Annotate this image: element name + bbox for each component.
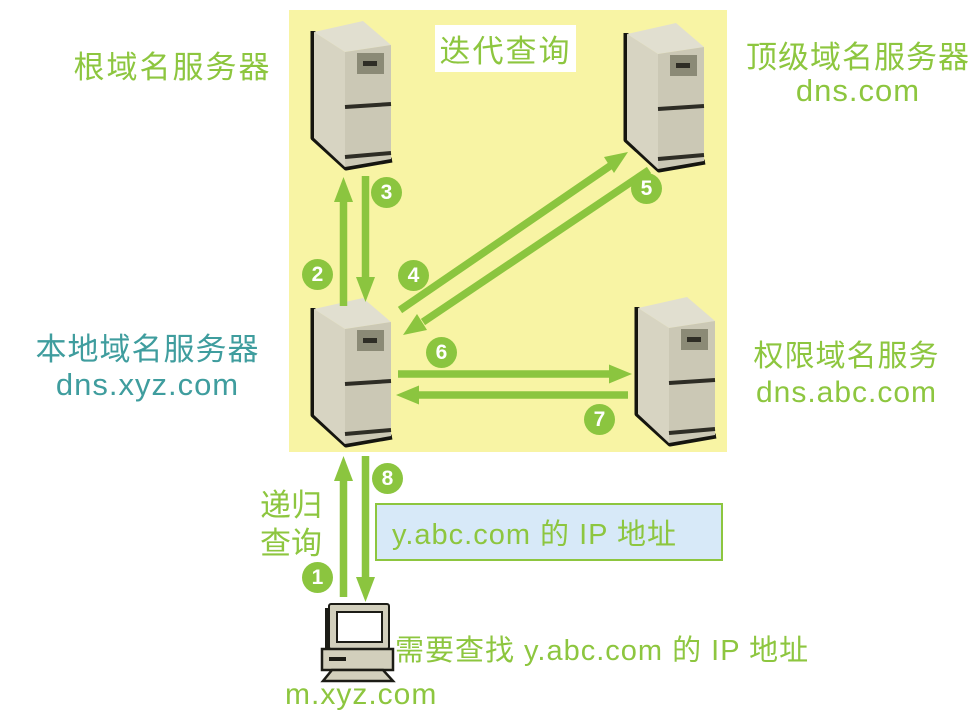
arrow-1-client-to-local — [334, 456, 353, 597]
recursive-query-line2: 查询 — [260, 526, 322, 561]
need-query-label: 需要查找 y.abc.com 的 IP 地址 — [395, 635, 810, 667]
client-computer-icon — [320, 602, 395, 683]
answer-box: y.abc.com 的 IP 地址 — [375, 503, 723, 561]
step-badge-1: 1 — [302, 562, 333, 593]
iterative-query-title: 迭代查询 — [439, 34, 572, 69]
local-server-domain: dns.xyz.com — [55, 367, 240, 402]
recursive-query-line1: 递归 — [260, 488, 322, 523]
auth-server-domain: dns.abc.com — [755, 376, 938, 409]
client-host-label: m.xyz.com — [285, 678, 438, 711]
auth-server-label: 权限域名服务 dns.abc.com — [744, 339, 949, 411]
step-badge-3: 3 — [371, 177, 402, 208]
recursive-query-label: 递归 查询 — [253, 487, 329, 563]
step-badge-7: 7 — [584, 404, 615, 435]
step-badge-5: 5 — [631, 173, 662, 204]
iteration-area-background — [289, 10, 727, 452]
tld-server-name: 顶级域名服务器 — [746, 40, 970, 75]
iterative-query-title-box: 迭代查询 — [435, 25, 576, 72]
auth-server-name: 权限域名服务 — [753, 340, 940, 373]
tld-server-domain: dns.com — [795, 73, 921, 108]
step-badge-8: 8 — [372, 463, 403, 494]
step-badge-2: 2 — [302, 259, 333, 290]
root-server-label: 根域名服务器 — [45, 42, 300, 87]
step-badge-6: 6 — [426, 337, 457, 368]
local-server-label: 本地域名服务器 dns.xyz.com — [20, 332, 275, 402]
answer-text: y.abc.com 的 IP 地址 — [392, 519, 678, 551]
root-server-name: 根域名服务器 — [73, 50, 272, 85]
local-server-name: 本地域名服务器 — [35, 332, 260, 367]
step-badge-4: 4 — [398, 260, 429, 291]
tld-server-label: 顶级域名服务器 dns.com — [737, 41, 977, 107]
